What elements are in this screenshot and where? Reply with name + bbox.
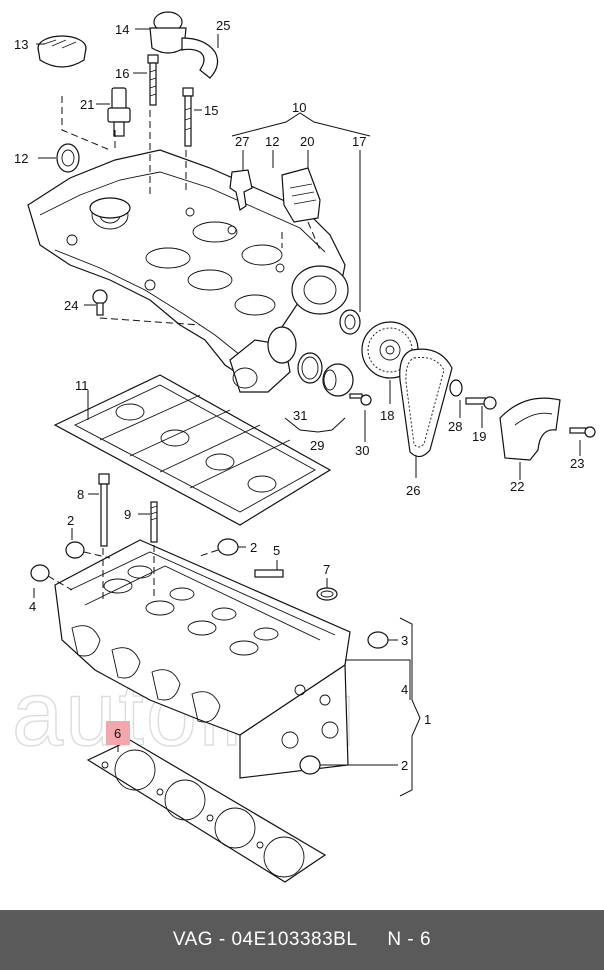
callout-11: 11 xyxy=(75,378,89,393)
parts-diagram: autoii.ru xyxy=(11,11,596,883)
callout-12-top: 12 xyxy=(265,134,279,149)
camshaft-housing xyxy=(27,149,349,393)
callout-30: 30 xyxy=(355,443,369,458)
callout-4-left: 4 xyxy=(29,599,36,614)
bolt-16 xyxy=(147,54,159,106)
washer-28 xyxy=(449,379,463,397)
callout-5: 5 xyxy=(273,543,280,558)
bolt-30 xyxy=(349,393,372,406)
callout-22: 22 xyxy=(510,479,524,494)
plug-2-upper-left xyxy=(65,541,85,559)
callout-2-bottom: 2 xyxy=(401,758,408,773)
callout-15: 15 xyxy=(204,103,218,118)
callout-20: 20 xyxy=(300,134,314,149)
footer-page-ref: N - 6 xyxy=(387,929,432,950)
bolt-5 xyxy=(254,569,284,578)
highlight-box-6 xyxy=(106,721,130,745)
callout-23: 23 xyxy=(570,456,584,471)
callout-8: 8 xyxy=(77,487,84,502)
callout-14: 14 xyxy=(115,22,129,37)
cover-assembly-29 xyxy=(297,352,354,397)
callout-10: 10 xyxy=(292,100,306,115)
callout-6: 6 xyxy=(114,726,121,741)
plug-2-bottom xyxy=(299,755,321,775)
bolt-24 xyxy=(92,289,108,316)
bolt-19 xyxy=(465,396,497,410)
callout-16: 16 xyxy=(115,66,129,81)
callout-7: 7 xyxy=(323,562,330,577)
timing-cover xyxy=(499,397,561,461)
callout-19: 19 xyxy=(472,429,486,444)
footer-part-number: VAG - 04E103383BL xyxy=(172,929,358,950)
callout-2-upper-left: 2 xyxy=(67,513,74,528)
callout-1: 1 xyxy=(424,712,431,727)
plug-2-upper-right xyxy=(217,538,239,556)
breather-cap xyxy=(149,11,219,79)
seal-7 xyxy=(316,587,338,601)
callout-26: 26 xyxy=(406,483,420,498)
seal-ring-12 xyxy=(56,143,80,173)
callout-21: 21 xyxy=(80,97,94,112)
solenoid-valve xyxy=(107,87,131,137)
callout-4-right: 4 xyxy=(401,682,408,697)
callout-24: 24 xyxy=(64,298,78,313)
callout-27: 27 xyxy=(235,134,249,149)
callout-18: 18 xyxy=(380,408,394,423)
callout-13: 13 xyxy=(14,37,28,52)
dashed-lines xyxy=(47,96,321,600)
callout-2-upper-right: 2 xyxy=(250,540,257,555)
callout-29: 29 xyxy=(310,438,324,453)
leader-lines xyxy=(33,28,581,797)
callout-12-left: 12 xyxy=(14,151,28,166)
cylinder-head xyxy=(54,539,351,779)
timing-belt xyxy=(399,348,453,458)
head-bolt-8 xyxy=(98,473,110,547)
bolt-15 xyxy=(182,87,194,147)
callout-17: 17 xyxy=(352,134,366,149)
stud-9 xyxy=(150,501,158,543)
callout-28: 28 xyxy=(448,419,462,434)
callout-25: 25 xyxy=(216,18,230,33)
plug-3 xyxy=(367,631,389,649)
callout-9: 9 xyxy=(124,507,131,522)
oil-filler-cap xyxy=(37,35,87,68)
footer-bar: VAG - 04E103383BL N - 6 xyxy=(0,910,604,970)
valve-cover-gasket xyxy=(53,374,332,526)
callout-31: 31 xyxy=(293,408,307,423)
callout-3: 3 xyxy=(401,633,408,648)
seal-ring-17 xyxy=(339,309,361,335)
bolt-23 xyxy=(569,426,596,438)
plug-4-left xyxy=(30,564,50,582)
sensor-27 xyxy=(229,169,253,211)
head-gasket xyxy=(86,739,327,883)
